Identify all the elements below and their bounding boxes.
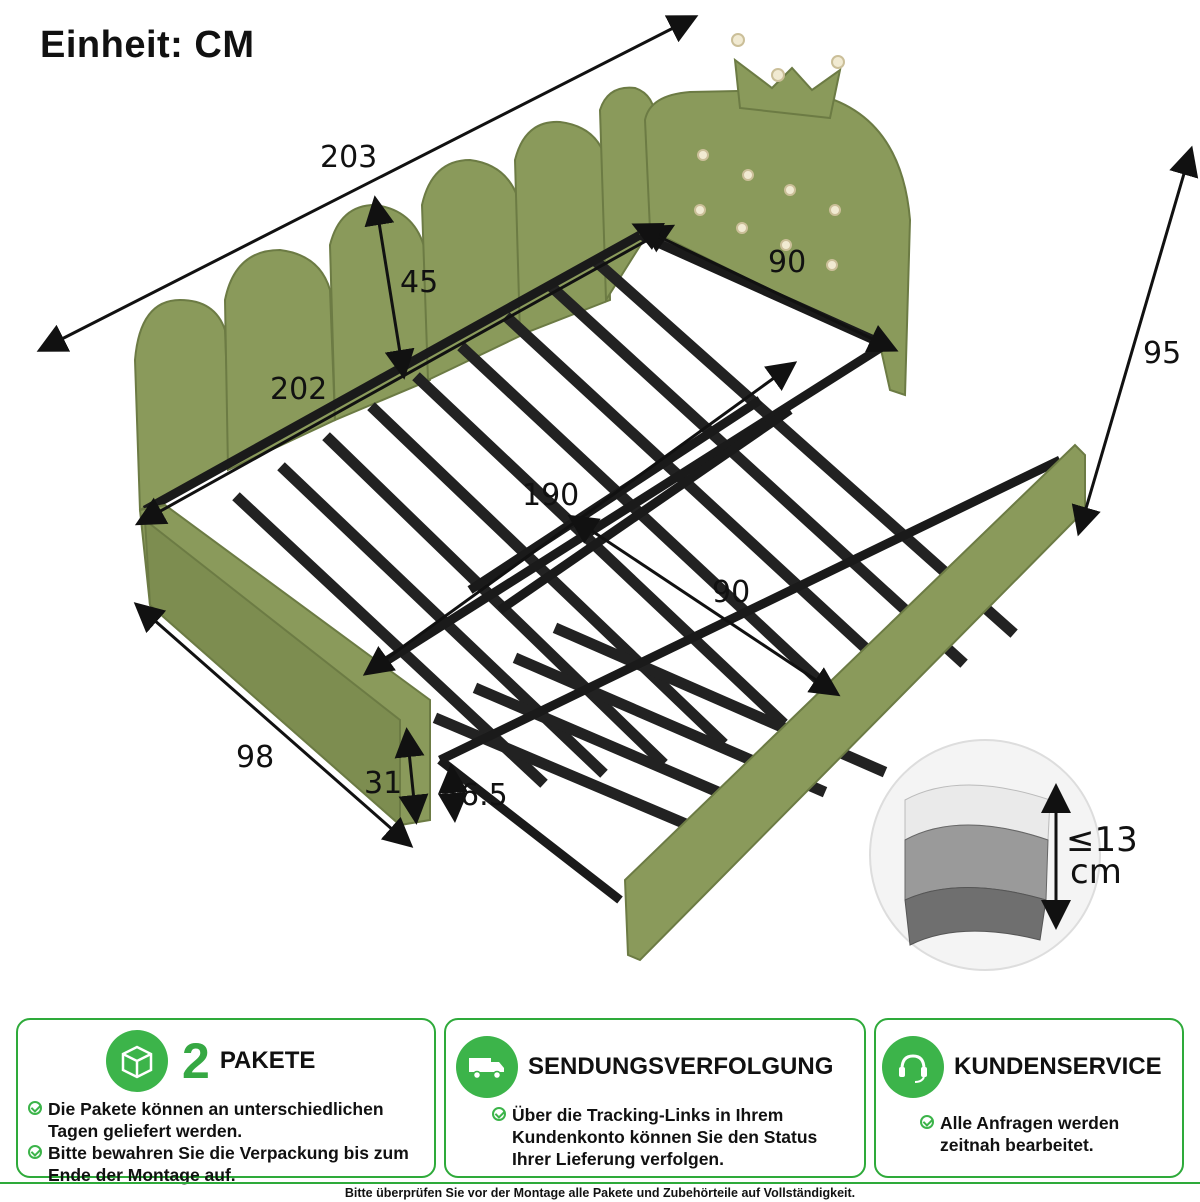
card-tracking: SENDUNGSVERFOLGUNG Über die Tracking-Lin… [444,1018,866,1178]
dim-total-height: 95 [1143,336,1182,371]
dim-frame-length: 190 [522,478,580,513]
dim-mattress-max: ≤13 [1066,820,1138,860]
dim-side-panel-height: 45 [400,265,439,300]
bed-illustration [36,15,1199,971]
tracking-title: SENDUNGSVERFOLGUNG [528,1053,834,1080]
packages-title: PAKETE [219,1047,316,1074]
delivery-truck-icon [456,1036,518,1098]
dim-trundle-gap: 6.5 [460,778,508,813]
list-item: Bitte bewahren Sie die Verpackung bis zu… [28,1142,428,1186]
dim-trundle-width: 90 [712,575,751,610]
card-packages: 2 PAKETE Die Pakete können an unterschie… [16,1018,436,1185]
side-panels [133,86,657,512]
list-item: Alle Anfragen werden zeitnah bearbeitet. [920,1112,1140,1156]
list-item: Über die Tracking-Links in Ihrem Kundenk… [492,1104,822,1170]
dim-mattress-unit: cm [1070,852,1122,892]
check-icon [28,1101,42,1115]
headset-icon [882,1036,944,1098]
footer-note: Bitte überprüfen Sie vor der Montage all… [0,1182,1200,1202]
service-title: KUNDENSERVICE [954,1053,1162,1080]
dimension-arrows [36,15,1199,930]
info-cards: 2 PAKETE Die Pakete können an unterschie… [0,1012,1200,1185]
package-box-icon [106,1030,168,1092]
check-icon [28,1145,42,1159]
dim-side-length: 202 [270,372,328,407]
dim-footboard-height: 31 [364,766,403,801]
check-icon [492,1107,506,1121]
list-item: Die Pakete können an unterschiedlichen T… [28,1098,428,1142]
dim-extended-width: 98 [236,740,275,775]
package-count: 2 [182,1033,210,1089]
dim-total-length: 203 [320,140,378,175]
card-service: KUNDENSERVICE Alle Anfragen werden zeitn… [874,1018,1184,1178]
check-icon [920,1115,934,1129]
dim-headboard-width: 90 [768,245,807,280]
